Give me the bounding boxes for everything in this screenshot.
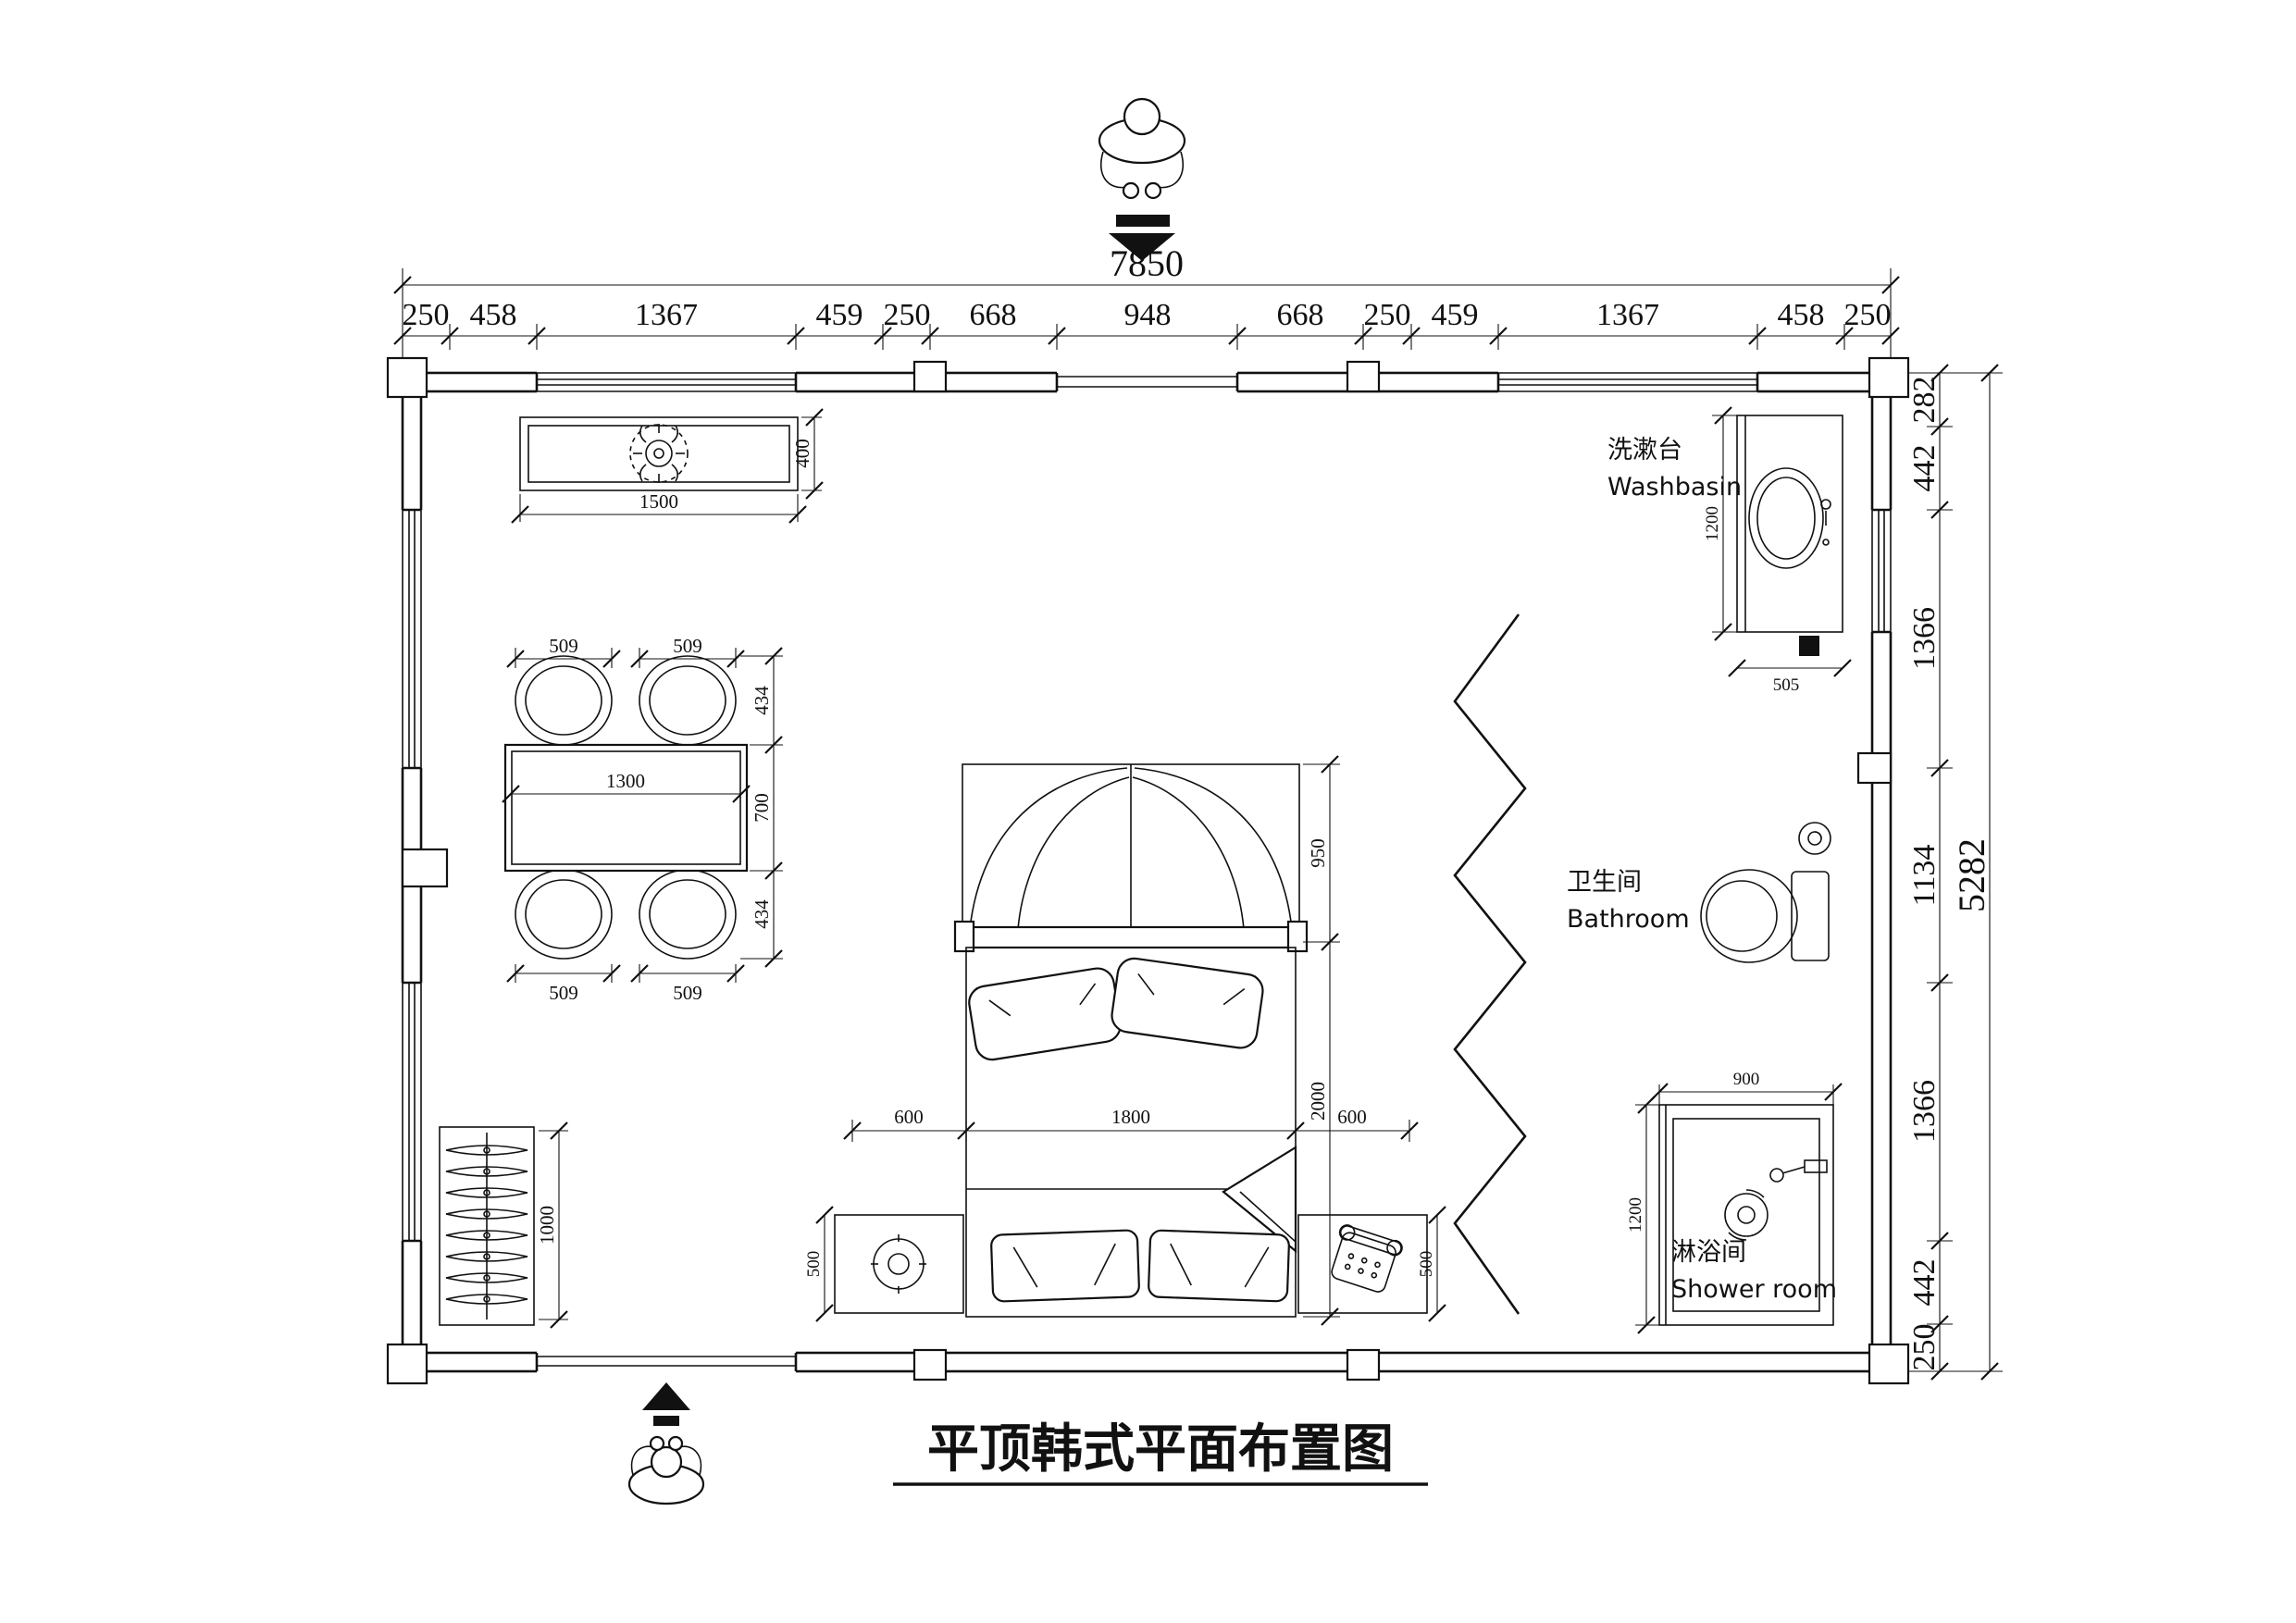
shower-head [1804,1159,1828,1173]
entry-arrow-up [642,1382,690,1426]
dim-bed-left: 600 [894,1106,924,1128]
label-bathroom-cn: 卫生间 [1567,868,1642,897]
dim-right-segment-3: 1134 [1907,845,1942,907]
dim-top-segment-1: 458 [470,298,517,332]
door-opening-top [1055,370,1239,394]
dim-top-segment-4: 250 [884,298,931,332]
dim-top-segment-5: 668 [970,298,1017,332]
label-washbasin-en: Washbasin [1607,473,1742,502]
dim-chair-bottom-2: 509 [673,982,702,1004]
table-lamp [873,1238,925,1290]
folding-screen-partition [1453,613,1527,1315]
door-opening-bottom [535,1350,798,1374]
dim-right-segment-4: 1366 [1907,1080,1942,1143]
toilet-tank [1791,871,1830,961]
dim-top-segment-12: 250 [1844,298,1892,332]
window-right [1869,508,1893,634]
dim-top-segment-0: 250 [403,298,450,332]
dim-chair-top-1: 509 [549,635,578,657]
dim-bed-length: 2000 [1307,1082,1329,1121]
exterior-walls [386,356,1910,1385]
dim-light-width: 1500 [639,490,678,513]
faucet-icon [1820,499,1831,510]
dim-right-segment-2: 1366 [1907,607,1942,670]
dim-top-segment-6: 948 [1124,298,1172,332]
dim-right-segment-0: 282 [1907,377,1942,424]
telephone [1331,1224,1403,1293]
right-dimension-chain: 282 442 1366 1134 1366 442 250 5282 [1891,363,2003,1381]
dim-right-total: 5282 [1951,838,1992,912]
dim-nightstand-right: 500 [1417,1251,1436,1278]
dining-chair [639,869,737,960]
dim-rack-height: 1000 [536,1206,558,1245]
window-top-left [535,370,798,394]
dim-nightstand-left: 500 [804,1251,824,1278]
dim-top-segment-2: 1367 [635,298,698,332]
dining-chair [515,655,613,746]
label-shower-cn: 淋浴间 [1671,1238,1746,1267]
clothes-rack: 1000 [439,1121,569,1330]
nightstand-right: 500 [1297,1205,1447,1323]
dim-right-segment-5: 442 [1907,1259,1942,1307]
dim-top-segment-11: 458 [1778,298,1825,332]
light-dashed-circle [629,424,689,483]
dim-top-segment-9: 459 [1432,298,1479,332]
dim-right-segment-1: 442 [1907,445,1942,492]
dim-basin-width: 505 [1773,675,1800,695]
toilet [1700,822,1831,963]
shower-drain [1724,1193,1769,1237]
pillow [968,967,1122,1061]
pillow [1111,957,1264,1049]
window-left-upper [400,508,424,770]
dim-right-segment-6: 250 [1907,1324,1942,1371]
drawing-title: 平顶韩式平面布置图 [927,1419,1394,1480]
dining-chair [639,655,737,746]
dim-table-width: 1300 [606,770,645,792]
dim-top-segment-3: 459 [816,298,863,332]
bed: 950 2000 600 1800 600 [842,754,1420,1327]
top-dimension-chain: 7850 250 458 1367 459 250 668 948 668 25… [392,242,1901,373]
dining-table [503,743,749,873]
dim-top-segment-10: 1367 [1596,298,1659,332]
dim-dining-depth-top: 434 [751,686,773,715]
window-top-right [1496,370,1759,394]
toilet-paper-holder [1798,822,1831,855]
person-figure-bottom [627,1435,705,1505]
entry-arrow-down [1109,215,1175,261]
dim-top-segment-7: 668 [1277,298,1324,332]
basin-bowl [1748,467,1824,569]
foot-cushion [1148,1229,1290,1303]
dim-light-height: 400 [791,439,813,468]
label-bathroom-en: Bathroom [1567,905,1690,934]
label-shower-en: Shower room [1671,1275,1837,1304]
hangers [445,1145,528,1305]
dim-table-depth: 700 [751,793,773,823]
dim-basin-depth: 1200 [1703,506,1722,541]
dim-chair-top-2: 509 [673,635,702,657]
dining-set: 509 509 434 700 434 1300 509 509 [501,635,784,1004]
dim-chair-bottom-1: 509 [549,982,578,1004]
shower-room: 900 1200 [1626,1070,1843,1335]
foot-cushion [990,1229,1140,1303]
dining-chair [515,869,613,960]
drain-box [1799,636,1819,656]
toilet-bowl [1700,869,1798,963]
dim-bed-right: 600 [1337,1106,1367,1128]
ceiling-light-fixture: 1500 400 [510,407,825,525]
label-washbasin-cn: 洗漱台 [1607,436,1682,465]
structural-columns [386,356,1910,1385]
person-figure-top [1098,97,1186,200]
dim-bed-width: 1800 [1111,1106,1150,1128]
dim-top-segment-8: 250 [1364,298,1411,332]
dim-shower-depth: 1200 [1626,1197,1645,1233]
nightstand-left: 500 [804,1205,964,1323]
dim-shower-width: 900 [1733,1070,1760,1089]
dim-bed-canopy: 950 [1307,838,1329,868]
washbasin-counter: 1200 505 [1703,405,1853,695]
window-left-lower [400,981,424,1243]
dim-dining-depth-bottom: 434 [751,899,773,929]
